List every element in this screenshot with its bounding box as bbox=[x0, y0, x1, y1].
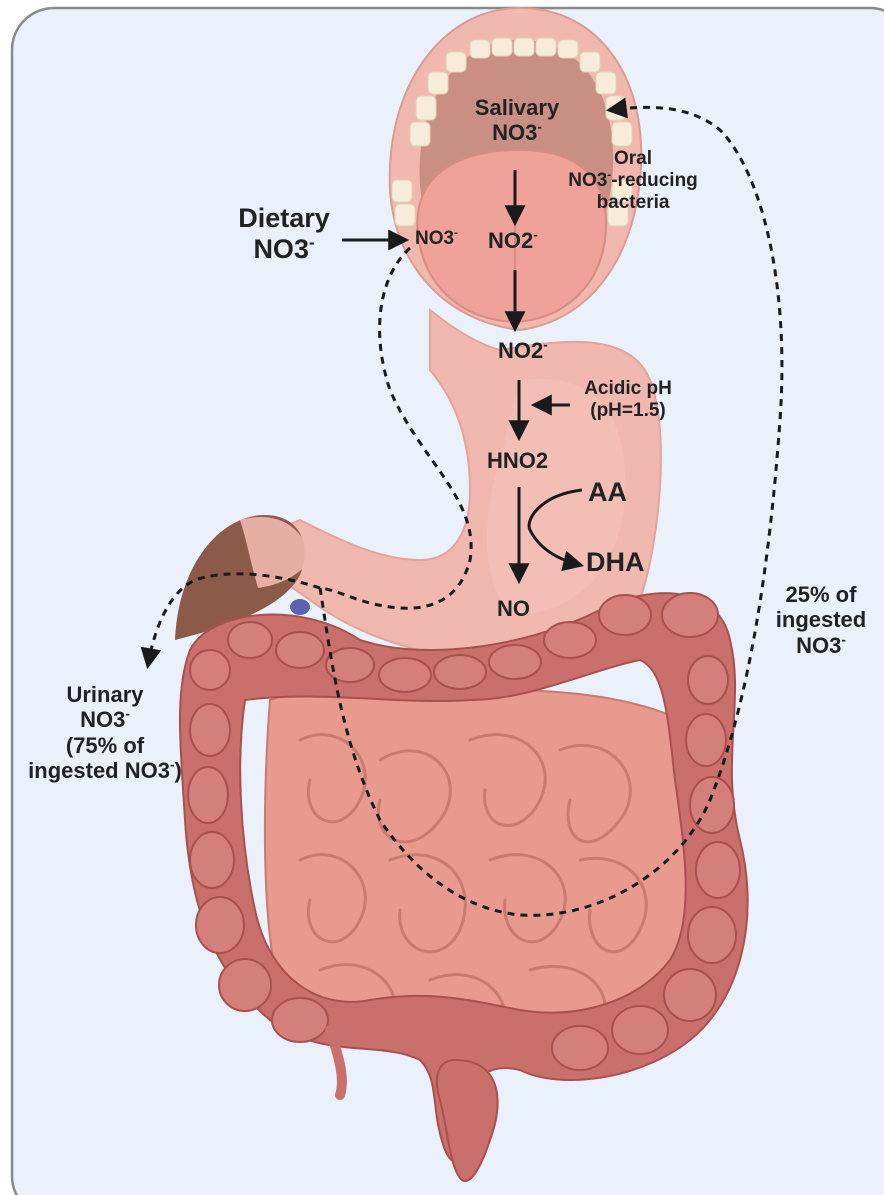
mouth-no2-charge: - bbox=[533, 228, 538, 243]
dietary-nitrate: NO3- bbox=[228, 234, 340, 265]
oral-text: Oral bbox=[562, 148, 704, 170]
pylorus bbox=[290, 599, 310, 615]
pct75-ingested: ingested NO3 bbox=[28, 758, 170, 783]
dietary-no3: NO3 bbox=[253, 234, 309, 264]
dietary-text: Dietary bbox=[228, 203, 340, 234]
reducing-text: -reducing bbox=[611, 170, 698, 191]
pct75-line1: (75% of bbox=[10, 733, 200, 758]
dha-text: DHA bbox=[586, 547, 645, 577]
label-stomach-no2: NO2- bbox=[498, 338, 548, 363]
salivary-no3: NO3 bbox=[492, 120, 537, 145]
urinary-no3-charge: - bbox=[125, 707, 130, 722]
pct25-nitrate: NO3- bbox=[758, 633, 884, 658]
oral-reducing-line: NO3--reducing bbox=[562, 170, 704, 192]
urinary-nitrate: NO3- bbox=[10, 707, 200, 732]
pct75-line2: ingested NO3-) bbox=[10, 758, 200, 783]
pct25-line1: 25% of bbox=[758, 582, 884, 607]
pct75-close: ) bbox=[175, 758, 182, 783]
label-no: NO bbox=[497, 596, 530, 621]
mouth-no3-charge: - bbox=[454, 227, 458, 240]
ph-text: (pH=1.5) bbox=[572, 400, 684, 422]
dietary-no3-charge: - bbox=[309, 233, 315, 252]
urinary-text: Urinary bbox=[10, 682, 200, 707]
label-acidic-ph: Acidic pH (pH=1.5) bbox=[572, 378, 684, 422]
mouth-no3: NO3 bbox=[415, 228, 454, 249]
label-oral-bacteria: Oral NO3--reducing bacteria bbox=[562, 148, 704, 214]
pct25-no3-charge: - bbox=[841, 632, 846, 647]
stomach-no2-charge: - bbox=[543, 338, 548, 353]
label-mouth-no3: NO3- bbox=[415, 228, 458, 250]
label-salivary: Salivary NO3- bbox=[454, 95, 580, 146]
pct25-line2: ingested bbox=[758, 607, 884, 632]
label-25-percent: 25% of ingested NO3- bbox=[758, 582, 884, 658]
label-mouth-no2: NO2- bbox=[488, 228, 538, 253]
hno2-text: HNO2 bbox=[487, 448, 548, 473]
salivary-text: Salivary bbox=[454, 95, 580, 120]
label-hno2: HNO2 bbox=[487, 448, 548, 473]
label-urinary: Urinary NO3- (75% of ingested NO3-) bbox=[10, 682, 200, 783]
salivary-nitrate: NO3- bbox=[454, 120, 580, 145]
mouth-no2: NO2 bbox=[488, 228, 533, 253]
acidic-text: Acidic pH bbox=[572, 378, 684, 400]
label-dha: DHA bbox=[586, 547, 645, 578]
stomach-no2: NO2 bbox=[498, 338, 543, 363]
urinary-no3: NO3 bbox=[80, 707, 125, 732]
oral-no3: NO3 bbox=[568, 170, 607, 191]
aa-text: AA bbox=[588, 477, 627, 507]
pct25-no3: NO3 bbox=[796, 633, 841, 658]
no-text: NO bbox=[497, 596, 530, 621]
salivary-no3-charge: - bbox=[537, 120, 542, 135]
label-dietary: Dietary NO3- bbox=[228, 203, 340, 265]
bacteria-text: bacteria bbox=[562, 192, 704, 214]
label-aa: AA bbox=[588, 477, 627, 508]
